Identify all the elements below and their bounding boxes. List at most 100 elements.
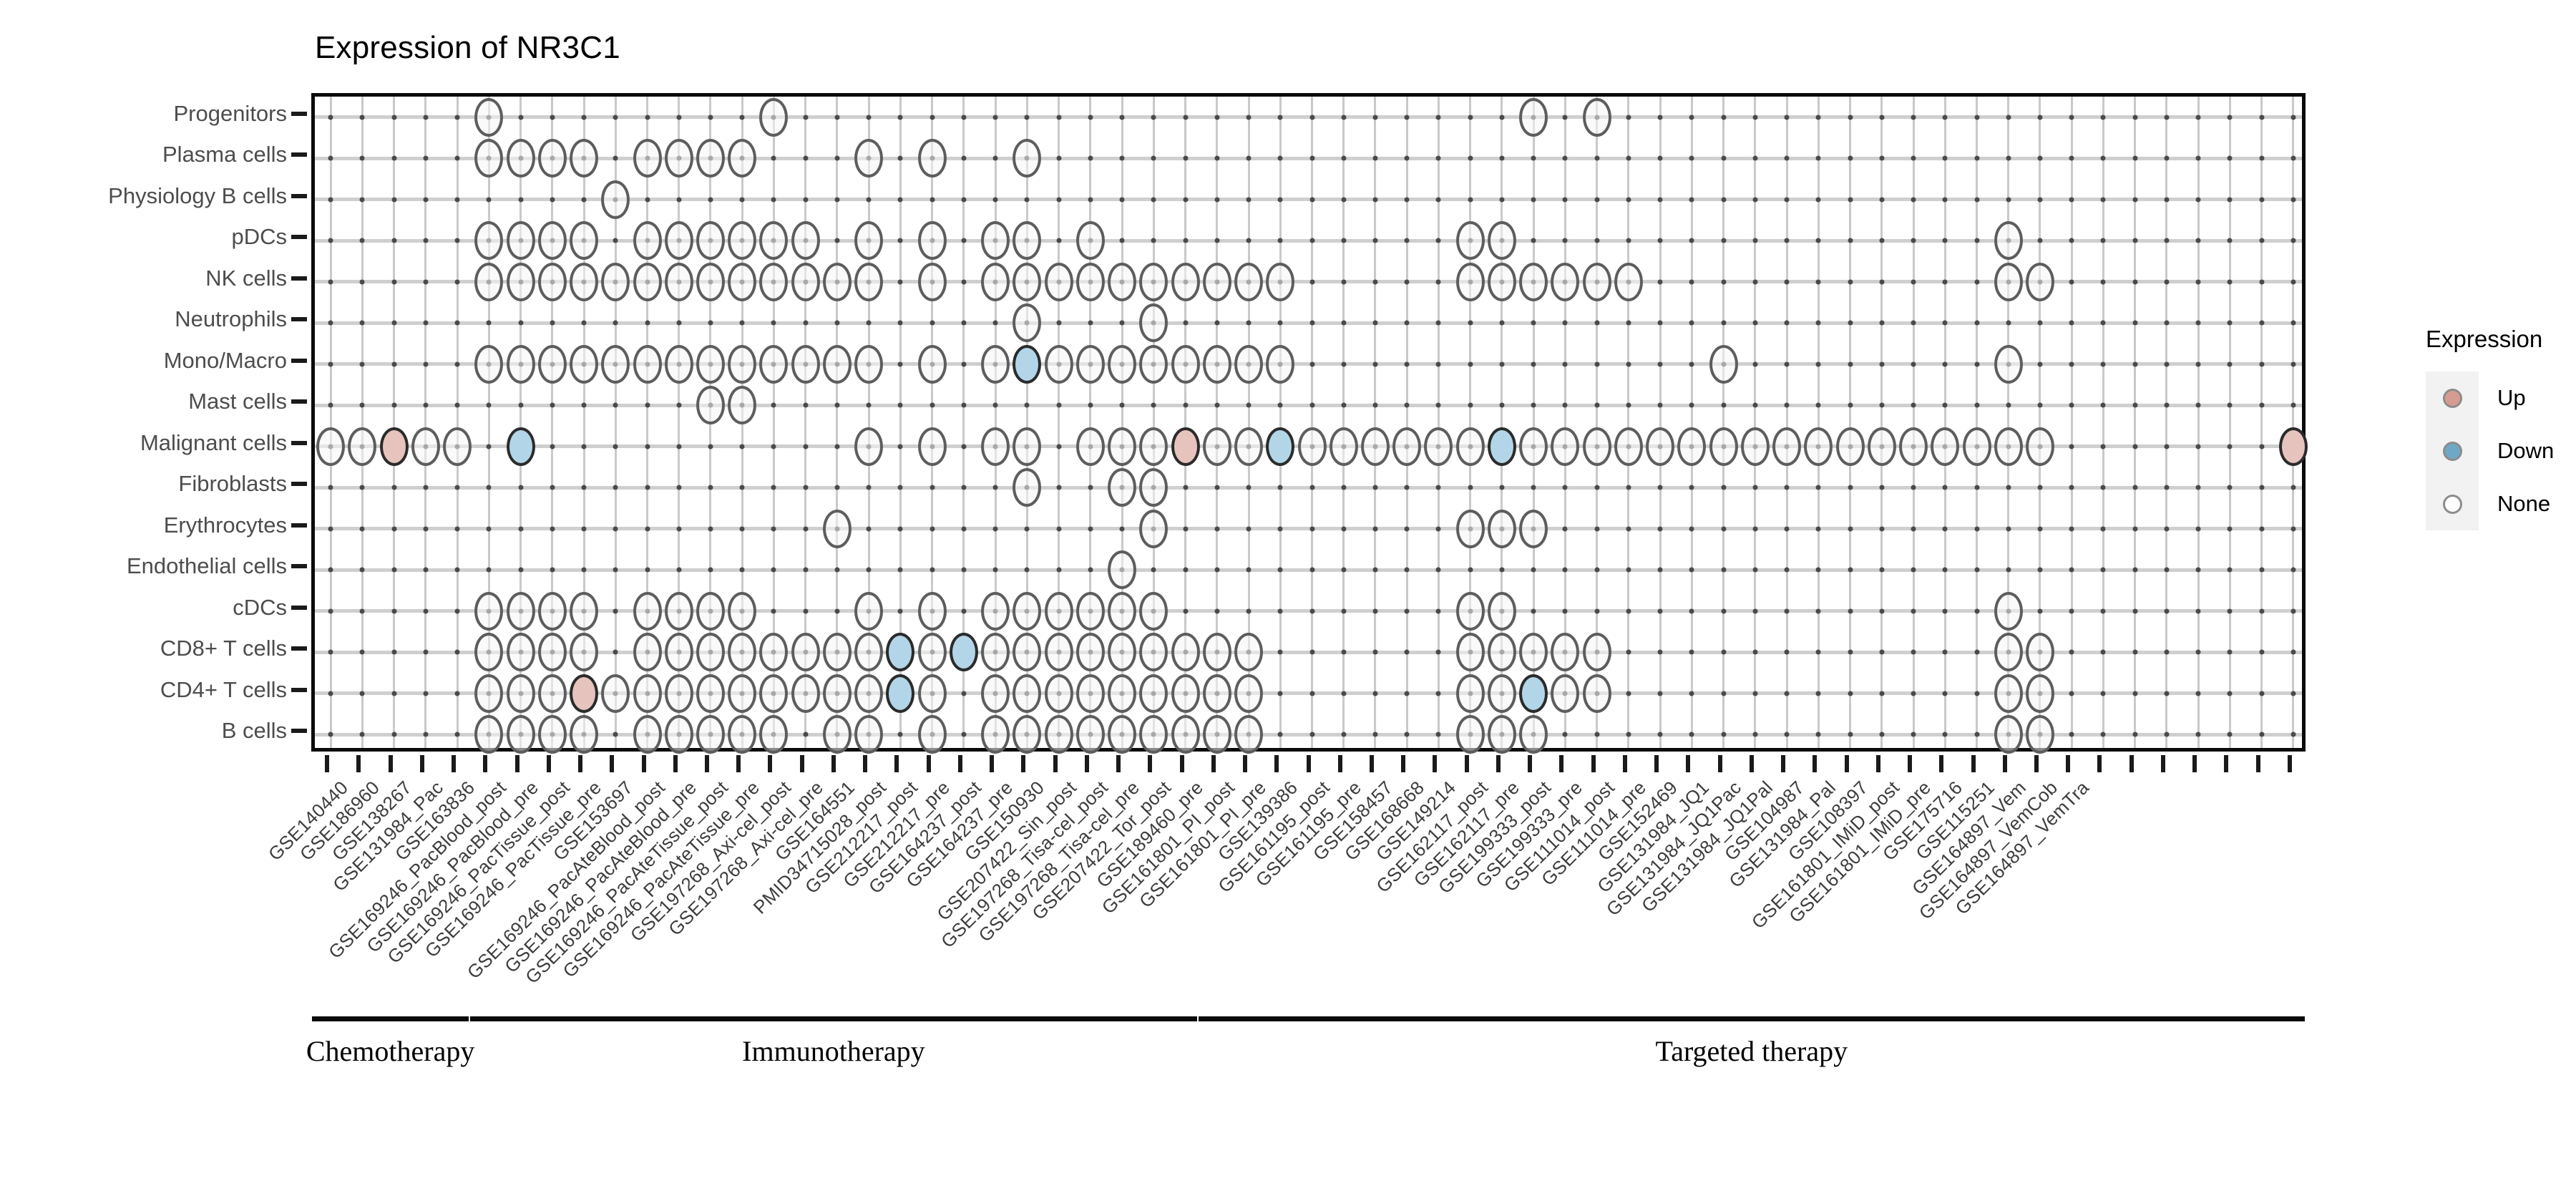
expression-point bbox=[601, 674, 630, 713]
grid-node-dot bbox=[1752, 361, 1758, 367]
grid-node-dot bbox=[2006, 115, 2011, 120]
expression-point bbox=[1487, 633, 1516, 672]
grid-node-dot bbox=[359, 608, 365, 614]
grid-node-dot bbox=[1562, 732, 1568, 737]
grid-node-dot bbox=[1309, 115, 1314, 120]
grid-node-dot bbox=[423, 279, 429, 285]
grid-node-dot bbox=[1372, 402, 1378, 408]
grid-node-dot bbox=[2069, 115, 2074, 120]
expression-point bbox=[917, 633, 947, 672]
expression-point bbox=[1392, 427, 1422, 466]
expression-point bbox=[1994, 221, 2023, 261]
grid-node-dot bbox=[328, 649, 333, 655]
grid-node-dot bbox=[771, 567, 776, 573]
grid-line-vertical bbox=[1342, 97, 1345, 748]
grid-node-dot bbox=[1974, 402, 1979, 408]
grid-node-dot bbox=[581, 485, 587, 490]
grid-line-vertical bbox=[424, 97, 427, 748]
x-axis-tick bbox=[768, 755, 773, 772]
grid-node-dot bbox=[1404, 567, 1410, 573]
grid-node-dot bbox=[1879, 155, 1885, 161]
legend-item-none[interactable]: None bbox=[2426, 477, 2576, 530]
grid-node-dot bbox=[2164, 732, 2170, 737]
grid-node-dot bbox=[1784, 402, 1790, 408]
legend-item-up[interactable]: Up bbox=[2426, 371, 2576, 424]
expression-point bbox=[474, 221, 504, 261]
grid-line-vertical bbox=[646, 97, 648, 748]
grid-node-dot bbox=[1974, 279, 1979, 285]
grid-node-dot bbox=[2132, 691, 2138, 696]
grid-node-dot bbox=[708, 320, 713, 326]
grid-node-dot bbox=[1911, 115, 1916, 120]
expression-point bbox=[570, 221, 599, 261]
grid-node-dot bbox=[581, 567, 587, 573]
grid-node-dot bbox=[1942, 608, 1948, 614]
legend-item-down[interactable]: Down bbox=[2426, 424, 2576, 477]
grid-line-horizontal bbox=[315, 115, 2302, 120]
grid-node-dot bbox=[1974, 526, 1979, 532]
expression-point bbox=[1108, 550, 1137, 590]
x-axis-tick bbox=[1496, 755, 1501, 772]
grid-line-vertical bbox=[1469, 97, 1472, 748]
grid-node-dot bbox=[1151, 155, 1156, 161]
grid-node-dot bbox=[897, 402, 903, 408]
expression-point bbox=[696, 715, 725, 754]
x-axis-tick bbox=[1622, 755, 1627, 772]
grid-node-dot bbox=[2227, 485, 2233, 490]
expression-point bbox=[822, 262, 852, 301]
grid-node-dot bbox=[1848, 155, 1853, 161]
grid-line-horizontal bbox=[315, 321, 2302, 325]
grid-node-dot bbox=[1942, 320, 1948, 326]
grid-node-dot bbox=[2037, 115, 2043, 120]
therapy-group-bar bbox=[311, 1016, 469, 1021]
grid-node-dot bbox=[1531, 567, 1536, 573]
grid-node-dot bbox=[1974, 197, 1979, 203]
expression-point bbox=[1108, 262, 1137, 301]
grid-node-dot bbox=[1277, 649, 1283, 655]
expression-point bbox=[981, 262, 1010, 301]
grid-node-dot bbox=[961, 444, 967, 449]
grid-node-dot bbox=[2037, 485, 2043, 490]
grid-node-dot bbox=[2290, 279, 2296, 285]
grid-node-dot bbox=[1752, 608, 1758, 614]
legend-item-label: Up bbox=[2497, 385, 2526, 410]
expression-point bbox=[854, 674, 884, 713]
grid-node-dot bbox=[1848, 485, 1853, 490]
grid-node-dot bbox=[803, 402, 809, 408]
grid-node-dot bbox=[1404, 197, 1410, 203]
x-axis-tick bbox=[799, 755, 804, 772]
grid-node-dot bbox=[1848, 238, 1853, 243]
expression-point bbox=[633, 344, 662, 384]
grid-node-dot bbox=[2164, 485, 2170, 490]
x-axis-tick bbox=[1717, 755, 1722, 772]
expression-point bbox=[696, 139, 725, 178]
grid-node-dot bbox=[391, 402, 397, 408]
grid-node-dot bbox=[1341, 691, 1347, 696]
expression-point bbox=[981, 427, 1010, 466]
grid-node-dot bbox=[2006, 320, 2011, 326]
expression-point bbox=[1139, 633, 1169, 672]
grid-node-dot bbox=[1815, 320, 1821, 326]
expression-point bbox=[633, 139, 662, 178]
grid-line-vertical bbox=[1659, 97, 1662, 748]
grid-node-dot bbox=[328, 238, 333, 243]
expression-point bbox=[759, 633, 789, 672]
expression-point bbox=[633, 715, 662, 754]
grid-node-dot bbox=[1088, 115, 1093, 120]
y-axis-label: NK cells bbox=[205, 265, 287, 291]
expression-point bbox=[1234, 262, 1264, 301]
grid-node-dot bbox=[803, 526, 809, 532]
x-axis-tick bbox=[2066, 755, 2071, 772]
grid-node-dot bbox=[834, 115, 840, 120]
y-axis-label: pDCs bbox=[231, 224, 287, 250]
expression-point bbox=[1931, 427, 1960, 466]
expression-point bbox=[1044, 591, 1073, 631]
grid-node-dot bbox=[359, 567, 365, 573]
grid-node-dot bbox=[2195, 649, 2201, 655]
grid-node-dot bbox=[1088, 320, 1093, 326]
grid-node-dot bbox=[1024, 402, 1030, 408]
grid-node-dot bbox=[1056, 115, 1062, 120]
expression-point bbox=[1677, 427, 1707, 466]
grid-node-dot bbox=[613, 115, 618, 120]
